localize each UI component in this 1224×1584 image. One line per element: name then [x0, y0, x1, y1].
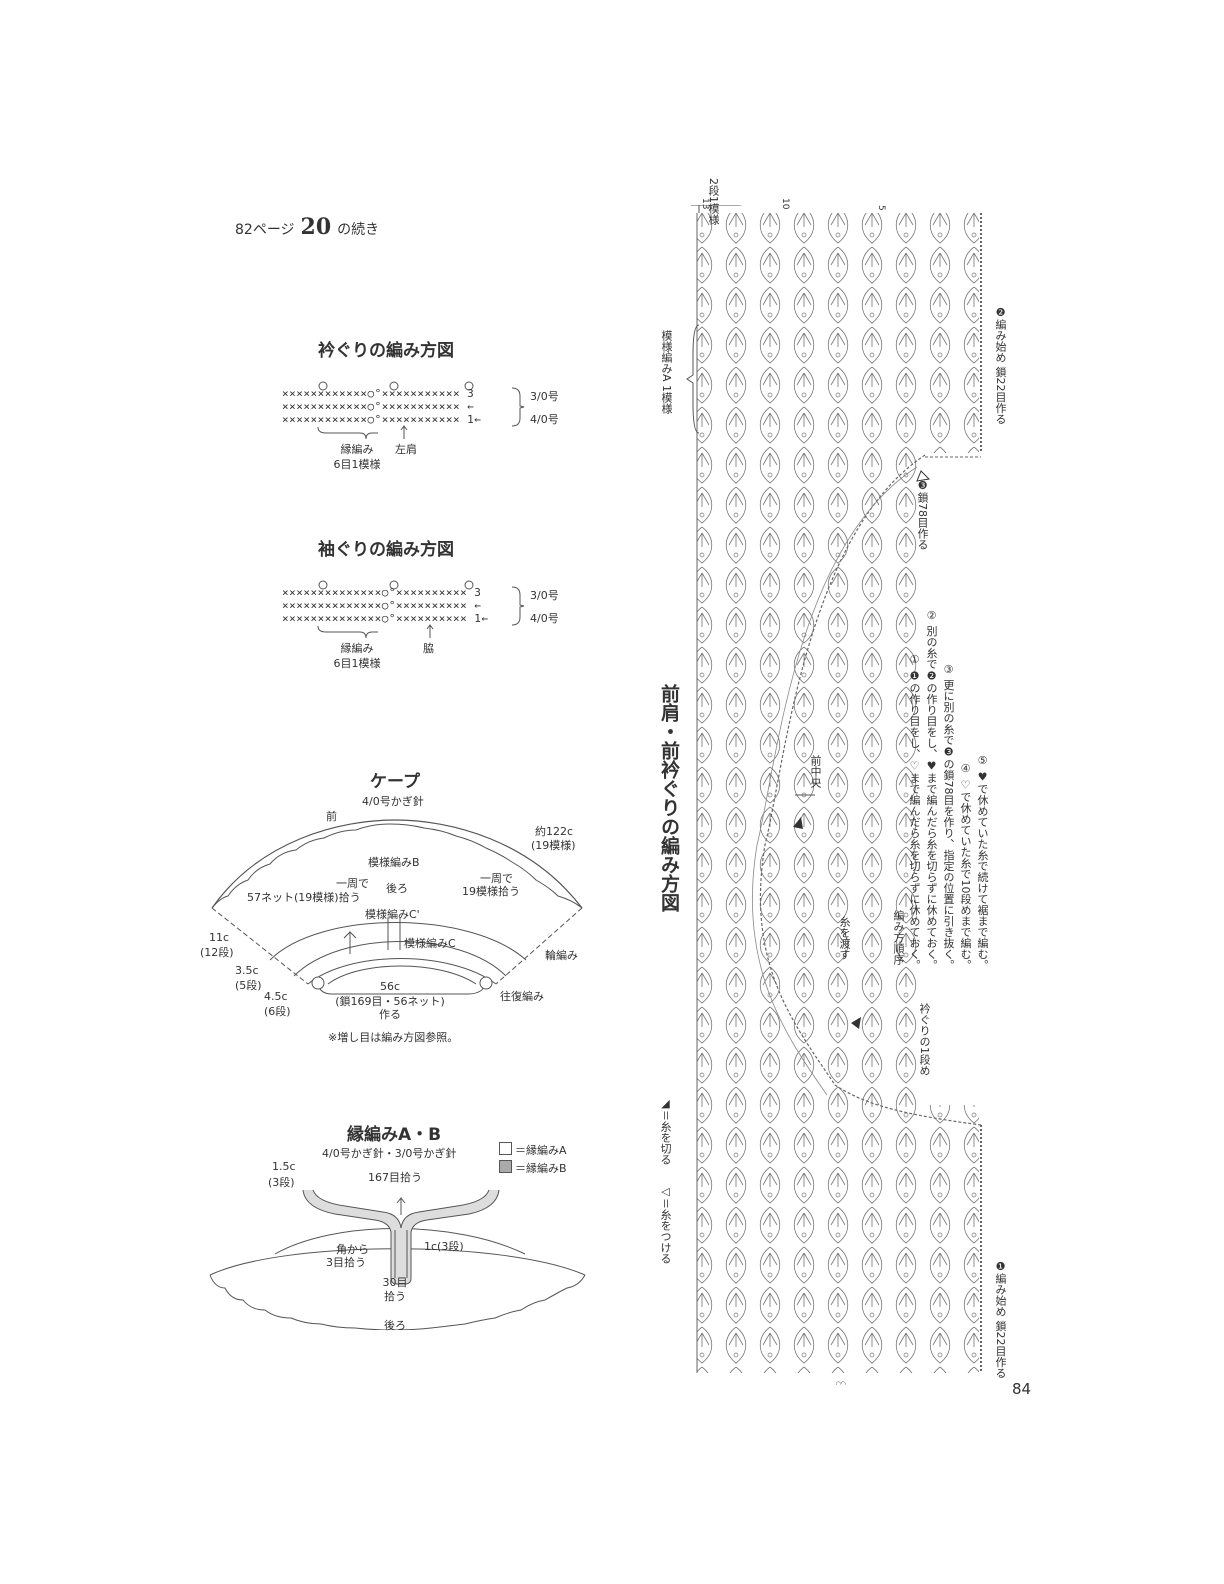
neck-chart-grid: ××××××××××××○°××××××××××× 3 ××××××××××××…: [282, 387, 481, 426]
edging-diagram: [209, 1189, 586, 1330]
arm-repeat-brace: [317, 624, 434, 639]
main-front-center: 前中央: [809, 755, 822, 788]
edging-hooks: 4/0号かぎ針・3/0号かぎ針: [322, 1147, 457, 1160]
cape-hook: 4/0号かぎ針: [362, 795, 424, 808]
main-row-10: 10: [780, 198, 790, 210]
main-neck-row1: 衿ぐりの1段め: [918, 1003, 931, 1076]
cape-round: 輪編み: [545, 949, 578, 962]
neck-label-pattern: 縁編み: [340, 443, 374, 456]
arm-label-pattern: 縁編み: [340, 642, 374, 655]
main-row-13: 13: [700, 198, 710, 210]
main-pass-yarn: 糸を渡す: [838, 916, 851, 960]
neck-repeat-brace: [317, 425, 408, 440]
cape-neck-3: 作る: [379, 1008, 401, 1021]
cape-pattern-b: 模様編みB: [368, 856, 420, 869]
legend-a-label: ＝縁編みA: [515, 1144, 567, 1157]
arm-hook-bottom: 4/0号: [530, 612, 559, 625]
arm-row-3: ××××××××××××××○°×××××××××× 3: [282, 586, 482, 599]
cape-pickup-right-2: 19模様拾う: [462, 885, 520, 898]
main-start-2: ❷編み始め 鎖22目作る: [994, 306, 1007, 425]
cape-size-outer-repeat: (19模様): [531, 839, 576, 852]
main-repeat-top: 2段1模様: [707, 178, 720, 225]
arm-chart-picots: [317, 576, 507, 595]
order-step-5: ⑤ ♥で休めていた糸で続けて裾まで編む。: [976, 753, 989, 971]
order-step-3: ③ 更に別の糸で❸の鎖78目を作り、指定の位置に引き抜く。: [942, 662, 955, 971]
cape-back: 後ろ: [386, 882, 408, 895]
legend-b-swatch: [499, 1160, 512, 1173]
edging-bottom-1: 30目: [382, 1276, 408, 1289]
arm-label-mark: 脇: [423, 642, 434, 655]
neck-chart-title: 衿ぐりの編み方図: [318, 341, 454, 361]
order-step-1: ① ❶の作り目をし、♡まで編んだら糸を切らずに休めておく。: [908, 652, 921, 971]
page-number: 84: [1012, 1380, 1032, 1398]
arm-chart-title: 袖ぐりの編み方図: [318, 540, 454, 560]
main-legend-cut: ◢＝糸を切る: [659, 1097, 672, 1165]
edging-title: 縁編みA・B: [347, 1125, 442, 1145]
cape-dim1-a: 11c: [209, 931, 230, 944]
main-row-5: 5: [876, 205, 886, 211]
neck-hook-top: 3/0号: [530, 390, 559, 403]
neck-label-mark: 左肩: [395, 443, 417, 456]
arm-row-1: ××××××××××××××○°×××××××××× 1←: [282, 612, 489, 625]
neck-label-repeat: 6目1模様: [333, 458, 381, 471]
cape-dim3-b: (6段): [264, 1005, 291, 1018]
main-chart-title: 前肩・前衿ぐりの編み方図: [658, 684, 680, 912]
order-step-2: ② 別の糸で❷の作り目をし、♥まで編んだら糸を切らずに休めておく。: [925, 608, 938, 971]
cape-pattern-c: 模様編みC: [404, 937, 456, 950]
cape-dim1-b: (12段): [200, 946, 234, 959]
picot-icons: [318, 381, 474, 391]
cape-neck-1: 56c: [379, 980, 401, 993]
cape-title: ケープ: [370, 772, 420, 792]
svg-text:♡: ♡: [835, 1380, 847, 1385]
neck-row-3: ××××××××××××○°××××××××××× 3: [282, 387, 475, 400]
cape-size-outer: 約122c: [535, 825, 574, 838]
page-header: 82ページ 20 の続き: [235, 214, 379, 240]
legend-a-swatch: [499, 1142, 512, 1155]
neck-row-2: ××××××××××××○°××××××××××× ←: [282, 400, 475, 413]
arm-chart-grid: ××××××××××××××○°×××××××××× 3 ×××××××××××…: [282, 586, 489, 625]
neck-row-1: ××××××××××××○°××××××××××× 1←: [282, 413, 482, 426]
cape-dim2-a: 3.5c: [235, 964, 259, 977]
main-start-1: ❶編み始め 鎖22目作る: [994, 1260, 1007, 1379]
arm-hook-brace: [511, 586, 525, 626]
cape-pattern-c2: 模様編みC': [365, 908, 420, 921]
header-prefix: 82ページ: [235, 222, 295, 238]
header-number: 20: [300, 214, 332, 240]
cape-dim2-b: (5段): [235, 979, 262, 992]
cape-pickup-left-2: 57ネット(19模様)拾う: [247, 891, 361, 904]
order-title: 編み方順序: [892, 910, 905, 965]
arm-label-repeat: 6目1模様: [333, 657, 381, 670]
main-pattern-a: 模様編みA 1模様: [660, 330, 673, 415]
main-legend-attach: ◁＝糸をつける: [659, 1185, 672, 1264]
edging-corner-1: 角から: [336, 1243, 369, 1256]
edging-dim-a: 1.5c: [272, 1160, 296, 1173]
cape-pickup-left-1: 一周で: [336, 877, 369, 890]
arm-hook-top: 3/0号: [530, 589, 559, 602]
cape-neck-2: (鎖169目・56ネット): [335, 995, 445, 1008]
edging-dim-b: (3段): [268, 1176, 295, 1189]
cape-front: 前: [326, 810, 337, 823]
edging-bottom-2: 拾う: [384, 1290, 406, 1303]
header-suffix: の続き: [337, 222, 380, 238]
cape-flat: 往復編み: [500, 990, 544, 1003]
neck-hook-brace: [511, 387, 525, 427]
cape-pickup-right-1: 一周で: [480, 872, 513, 885]
order-step-4: ④ ♡で休めていた糸で10段めまで編む。: [959, 761, 972, 971]
cape-dim3-a: 4.5c: [264, 990, 288, 1003]
cape-diagram: [211, 819, 583, 995]
edging-pickup-top: 167目拾う: [368, 1171, 422, 1184]
arm-row-2: ××××××××××××××○°×××××××××× ←: [282, 599, 482, 612]
edging-back: 後ろ: [384, 1319, 406, 1332]
edging-corner-2: 3目拾う: [326, 1256, 366, 1269]
edging-side: 1c(3段): [424, 1240, 464, 1253]
edging-legend-a: ＝縁編みA: [499, 1142, 567, 1158]
legend-b-label: ＝縁編みB: [515, 1162, 567, 1175]
main-stitch-chart: ♥ ♡: [686, 205, 982, 1385]
edging-legend-b: ＝縁編みB: [499, 1160, 567, 1176]
neck-chart-picots: [317, 377, 507, 396]
cape-note: ※増し目は編み方図参照。: [328, 1031, 459, 1044]
main-start-3: ❸鎖78目作る: [916, 479, 929, 550]
neck-hook-bottom: 4/0号: [530, 413, 559, 426]
picot-icons: [318, 580, 474, 590]
